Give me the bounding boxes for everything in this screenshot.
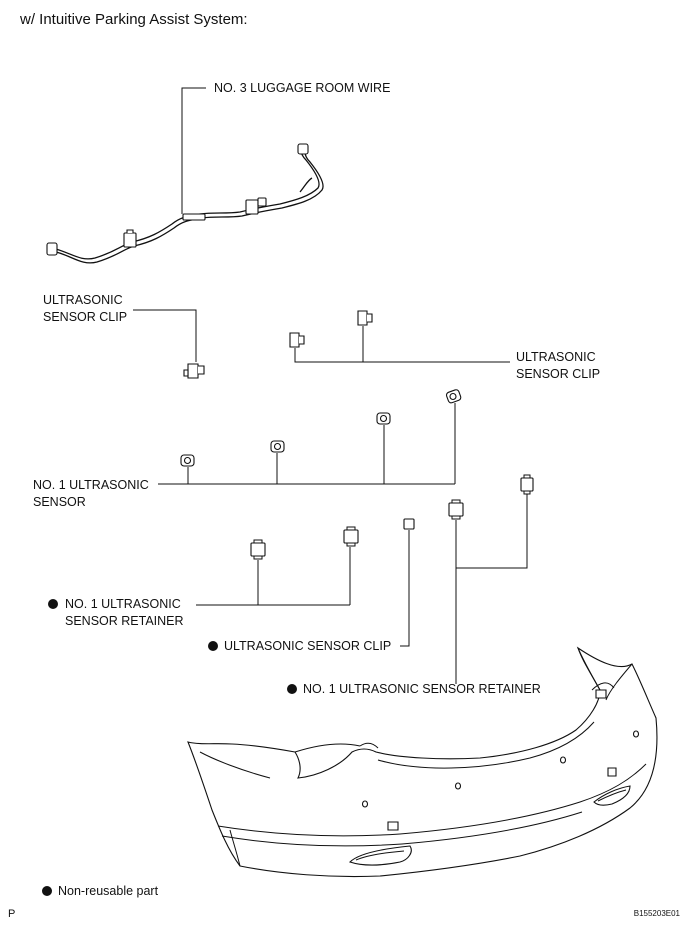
sensor-clip-left [183, 363, 205, 379]
figure-id: B155203E01 [634, 909, 681, 918]
label-ultrasonic-sensor: NO. 1 ULTRASONIC SENSOR [33, 478, 152, 509]
label-luggage-room-wire: NO. 3 LUGGAGE ROOM WIRE [214, 81, 390, 95]
sensor-clip-right-2 [357, 310, 373, 326]
page-title: w/ Intuitive Parking Assist System: [19, 11, 248, 28]
label-sensor-retainer-right: NO. 1 ULTRASONIC SENSOR RETAINER [303, 682, 541, 696]
legend-non-reusable-icon [42, 886, 52, 896]
non-reusable-marker-icon [287, 684, 297, 694]
sensor-retainer-right-1 [448, 499, 464, 520]
non-reusable-marker-icon [208, 641, 218, 651]
ultrasonic-sensor-2 [270, 440, 285, 453]
non-reusable-marker-icon [48, 599, 58, 609]
leader-ultrasonic-sensor [158, 403, 456, 485]
sensor-retainer-right-2 [520, 474, 534, 495]
ultrasonic-sensor-4 [445, 389, 462, 404]
leader-sensor-retainer-left [196, 547, 351, 606]
leader-sensor-clip-center [400, 530, 410, 647]
label-sensor-clip-right: ULTRASONIC SENSOR CLIP [516, 350, 600, 381]
leader-luggage-wire [181, 87, 206, 214]
leader-sensor-clip-right [294, 326, 510, 363]
leader-sensor-clip-left [133, 309, 197, 362]
sensor-retainer-left-1 [250, 539, 266, 560]
sensor-clip-center [403, 518, 415, 530]
sensor-clip-right-1 [289, 332, 305, 348]
ultrasonic-sensor-1 [180, 454, 195, 467]
luggage-room-wire-harness [46, 143, 324, 264]
label-sensor-retainer-left: NO. 1 ULTRASONIC SENSOR RETAINER [65, 597, 184, 628]
leader-sensor-retainer-right [455, 494, 528, 684]
ultrasonic-sensor-3 [376, 412, 391, 425]
rear-bumper-cover [187, 646, 658, 878]
page-marker: P [8, 908, 15, 920]
legend-non-reusable-label: Non-reusable part [58, 884, 159, 898]
label-sensor-clip-left: ULTRASONIC SENSOR CLIP [43, 293, 127, 324]
sensor-retainer-left-2 [343, 526, 359, 547]
label-sensor-clip-center: ULTRASONIC SENSOR CLIP [224, 639, 391, 653]
